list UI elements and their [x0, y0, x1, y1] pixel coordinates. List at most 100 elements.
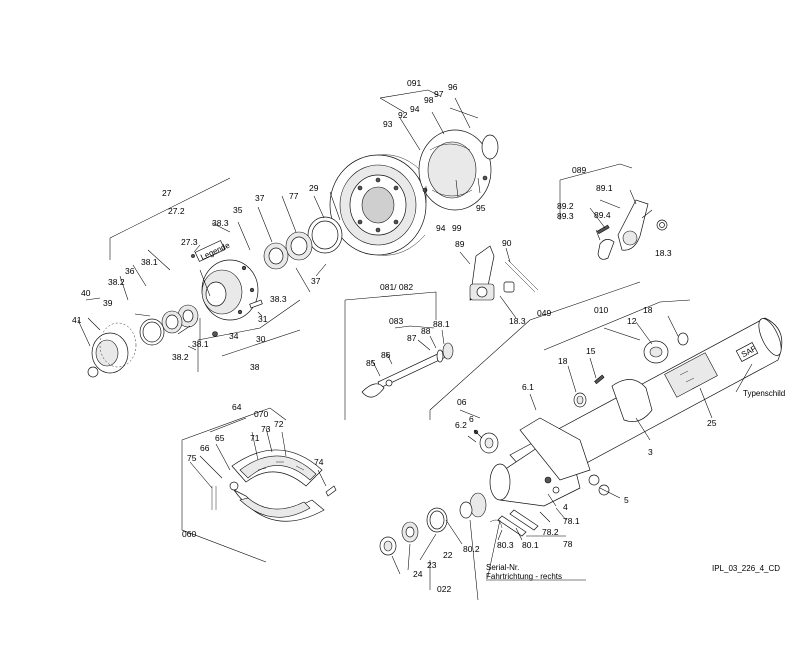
label-060: 060: [182, 529, 196, 539]
camshaft-081: [361, 342, 454, 398]
label-38: 38: [250, 362, 260, 372]
label-78: 78: [563, 539, 573, 549]
spring-90: [504, 259, 539, 293]
label-35: 35: [233, 205, 243, 215]
label-90: 90: [502, 238, 512, 248]
label-65: 65: [215, 433, 225, 443]
label-24: 24: [413, 569, 423, 579]
label-37b: 37: [311, 276, 321, 286]
label-12: 12: [627, 316, 637, 326]
label-081-082: 081/ 082: [380, 282, 413, 292]
label-36: 36: [125, 266, 135, 276]
label-083: 083: [389, 316, 403, 326]
slack-adjuster-089: [596, 199, 668, 260]
label-40: 40: [81, 288, 91, 298]
camshaft-bracket-06: [473, 429, 499, 454]
bracket-12: [643, 332, 689, 364]
label-070: 070: [254, 409, 268, 419]
label-74: 74: [314, 457, 324, 467]
label-89-3: 89.3: [557, 211, 574, 221]
label-93: 93: [383, 119, 393, 129]
label-022: 022: [437, 584, 451, 594]
label-77: 77: [289, 191, 299, 201]
bearing-35: [263, 242, 289, 270]
label-94b: 94: [436, 223, 446, 233]
label-30: 30: [256, 334, 266, 344]
label-96: 96: [448, 82, 458, 92]
label-78-1: 78.1: [563, 516, 580, 526]
label-18-3a: 18.3: [655, 248, 672, 258]
label-38-3b: 38.3: [270, 294, 287, 304]
label-80-1: 80.1: [522, 540, 539, 550]
rings-80: [489, 519, 503, 529]
leader-lines: [77, 89, 753, 601]
hub-38: [201, 259, 263, 321]
label-89-1: 89.1: [596, 183, 613, 193]
label-25: 25: [707, 418, 717, 428]
anchor-pin-78: [497, 474, 610, 537]
label-091: 091: [407, 78, 421, 88]
label-94a: 94: [410, 104, 420, 114]
brake-drum: [329, 154, 427, 256]
hub-cap-41: [87, 322, 137, 378]
label-88: 88: [421, 326, 431, 336]
label-92: 92: [398, 110, 408, 120]
label-89-2: 89.2: [557, 201, 574, 211]
label-64: 64: [232, 402, 242, 412]
label-5: 5: [624, 495, 629, 505]
label-98: 98: [424, 95, 434, 105]
label-06: 06: [457, 397, 467, 407]
label-75: 75: [187, 453, 197, 463]
label-38-2b: 38.2: [172, 352, 189, 362]
typenschild-note: Typenschild: [743, 389, 785, 398]
label-41: 41: [72, 315, 82, 325]
brake-shoe-060: [211, 449, 337, 522]
label-27-2: 27.2: [168, 206, 185, 216]
drawing-id: IPL_03_226_4_CD: [712, 564, 780, 573]
direction-note: Fahrtrichtung - rechts: [486, 572, 562, 581]
label-38-1b: 38.1: [192, 339, 209, 349]
label-89: 89: [455, 239, 465, 249]
label-38-1a: 38.1: [141, 257, 158, 267]
bushing-18: [573, 374, 605, 408]
legend-tag-27: [191, 240, 226, 262]
label-89-4: 89.4: [594, 210, 611, 220]
label-66: 66: [200, 443, 210, 453]
serial-note: Serial-Nr.: [486, 563, 519, 572]
dust-cover-091: [418, 129, 499, 211]
label-010: 010: [594, 305, 608, 315]
label-18a: 18: [643, 305, 653, 315]
label-3: 3: [648, 447, 653, 457]
bearing-37: [285, 231, 313, 261]
label-23: 23: [427, 560, 437, 570]
label-73: 73: [261, 424, 271, 434]
nut-set-022: [379, 507, 448, 556]
label-38-3a: 38.3: [212, 218, 229, 228]
label-6-1: 6.1: [522, 382, 534, 392]
label-78-2: 78.2: [542, 527, 559, 537]
label-95: 95: [476, 203, 486, 213]
label-27-3: 27.3: [181, 237, 198, 247]
label-34: 34: [229, 331, 239, 341]
label-089: 089: [572, 165, 586, 175]
label-87: 87: [407, 333, 417, 343]
part-labels: 091 96 97 98 94 92 93 94 99 95 29 77 37 …: [72, 78, 717, 594]
seal-38-1: [139, 304, 218, 346]
label-71: 71: [250, 433, 260, 443]
label-72: 72: [274, 419, 284, 429]
label-18-3b: 18.3: [509, 316, 526, 326]
label-6-2: 6.2: [455, 420, 467, 430]
label-99: 99: [452, 223, 462, 233]
label-18b: 18: [558, 356, 568, 366]
label-80-3: 80.3: [497, 540, 514, 550]
brake-bracket-3: [611, 379, 653, 422]
label-22: 22: [443, 550, 453, 560]
ring-77: [307, 216, 343, 254]
label-88-1: 88.1: [433, 319, 450, 329]
label-86: 86: [381, 350, 391, 360]
label-37a: 37: [255, 193, 265, 203]
label-15: 15: [586, 346, 596, 356]
label-049: 049: [537, 308, 551, 318]
label-27: 27: [162, 188, 172, 198]
